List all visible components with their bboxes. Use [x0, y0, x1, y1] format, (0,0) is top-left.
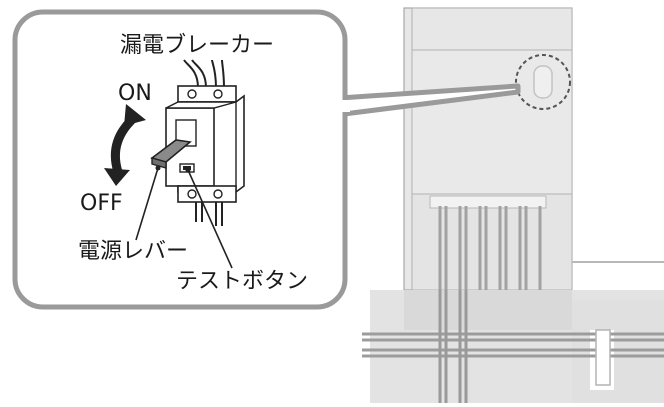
dashed-highlight-circle [515, 54, 571, 110]
horizontal-cables [362, 332, 664, 358]
on-label: ON [118, 81, 152, 106]
bottom-terminal-block [177, 185, 237, 203]
panel-top-section [411, 7, 573, 51]
top-terminal-block [177, 85, 237, 103]
off-label: OFF [80, 191, 123, 216]
input-wire-left [183, 59, 199, 89]
power-lever-label: 電源レバー [78, 239, 188, 264]
distribution-panel [362, 7, 664, 403]
input-wire-right [211, 59, 217, 89]
top-screw-left [187, 89, 197, 99]
bottom-screw-right [213, 189, 223, 199]
callout-joint-cover [338, 100, 350, 112]
arrow-head-down [104, 168, 130, 186]
breaker-location-marker [533, 65, 553, 99]
vertical-wires-front [438, 290, 468, 403]
top-screw-right [213, 89, 223, 99]
earth-leakage-breaker [150, 59, 245, 226]
bottom-screw-left [187, 189, 197, 199]
arrow-head-up [124, 104, 146, 126]
breaker-title-label: 漏電ブレーカー [120, 33, 274, 58]
input-wire-right-b [221, 59, 225, 89]
on-off-arrow [104, 104, 146, 186]
panel-base [404, 290, 572, 330]
terminal-strip [429, 195, 547, 209]
pipe [595, 329, 611, 386]
test-button-leader-line [187, 169, 233, 269]
test-button-label: テストボタン [176, 269, 308, 294]
input-wire-left-b [191, 59, 207, 89]
lever-leader-line [135, 167, 159, 241]
